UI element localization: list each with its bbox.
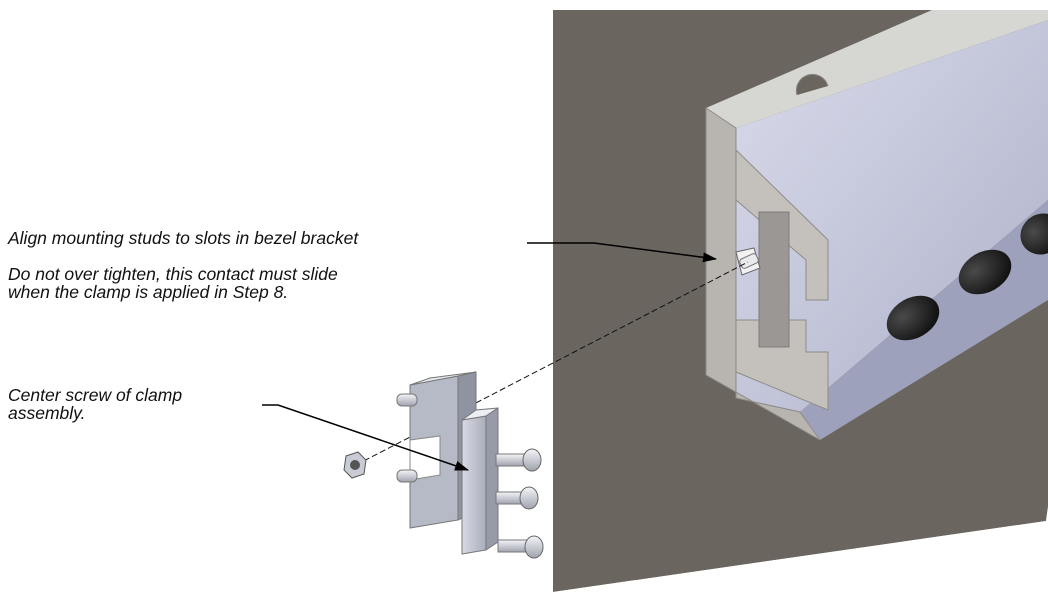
- clamp-screw-bottom: [497, 535, 544, 559]
- callout-align-studs: Align mounting studs to slots in bezel b…: [8, 228, 359, 248]
- housing-front-face: [736, 20, 1048, 412]
- housing-top: [706, 10, 1048, 128]
- mounting-stud: [739, 253, 759, 269]
- knobs: [886, 213, 1048, 341]
- clamp-screw-center: [495, 486, 539, 510]
- leader-center-screw: [262, 404, 469, 471]
- panel-lower-edge: [553, 507, 1048, 592]
- top-notch: [795, 73, 829, 96]
- clamp-screw-top: [495, 448, 542, 472]
- callout-over-tighten: Do not over tighten, this contact must s…: [8, 264, 338, 302]
- bracket-slot: [758, 211, 790, 348]
- knob-1: [886, 295, 940, 341]
- bezel-bracket: [705, 107, 821, 441]
- knob-3: [1020, 213, 1048, 255]
- knob-2: [958, 249, 1012, 295]
- leader-align-studs: [527, 242, 717, 263]
- callout-center-screw: Center screw of clamp assembly.: [8, 385, 183, 423]
- clamp-assembly: [396, 371, 544, 559]
- clamp-nut: [343, 451, 367, 479]
